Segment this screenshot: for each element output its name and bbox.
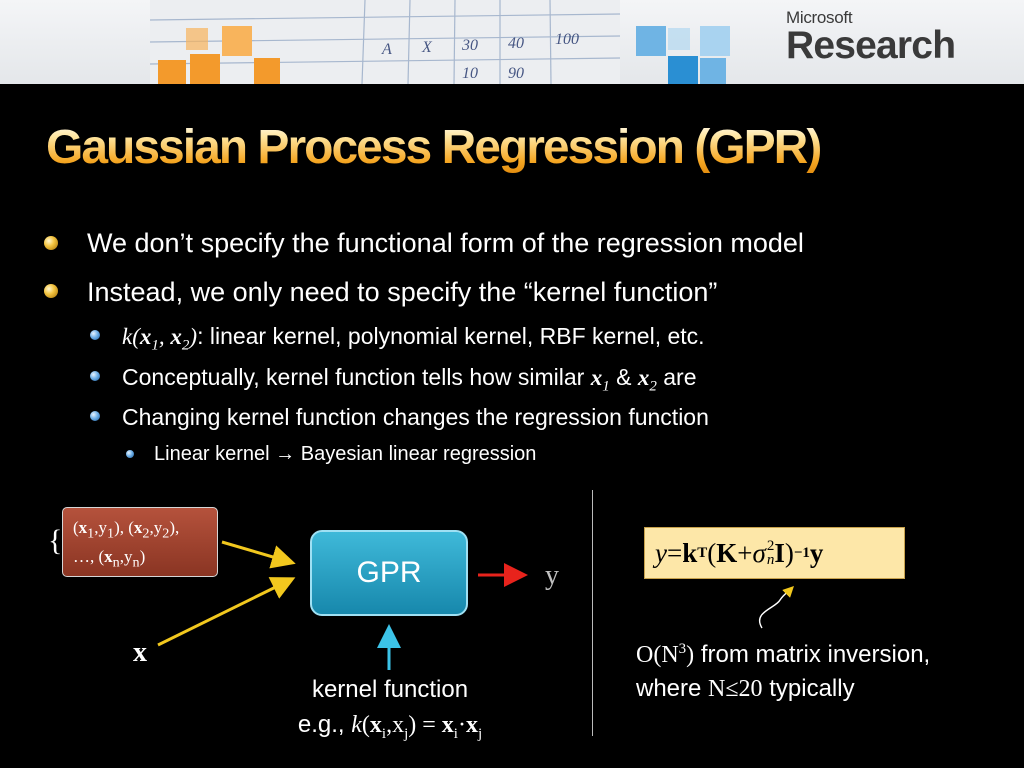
deco-square xyxy=(158,60,186,84)
slide-title: Gaussian Process Regression (GPR) xyxy=(46,121,822,174)
bullet-5: Changing kernel function changes the reg… xyxy=(122,404,709,430)
kernel-example: e.g., k(xi,xj) = xi·xj xyxy=(297,711,483,742)
x-to-gpr-arrow xyxy=(157,577,296,647)
bullet-2: Instead, we only need to specify the “ke… xyxy=(87,277,718,307)
notebook-scribble-image: A X 30 40 100 10 90 xyxy=(150,0,620,84)
sub-bullet-icon xyxy=(90,371,100,381)
training-data-line-2: …, (xn,yn) xyxy=(73,547,146,571)
gpr-box: GPR xyxy=(310,530,468,616)
svg-text:10: 10 xyxy=(462,65,478,82)
deco-square xyxy=(668,56,698,84)
deco-square xyxy=(186,28,208,50)
svg-text:30: 30 xyxy=(461,37,478,54)
bullet-4: Conceptually, kernel function tells how … xyxy=(122,364,697,395)
divider-line xyxy=(592,490,593,736)
microsoft-research-logo: Microsoft Research xyxy=(786,8,956,68)
data-to-gpr-arrow xyxy=(221,540,296,569)
svg-text:A: A xyxy=(381,41,392,58)
sub-sub-bullet-icon xyxy=(126,450,134,458)
complexity-pointer-arrow xyxy=(759,586,794,629)
output-y-label: y xyxy=(545,560,559,591)
bullet-1: We don’t specify the functional form of … xyxy=(87,228,804,258)
deco-square xyxy=(700,26,730,56)
deco-square xyxy=(222,26,252,56)
deco-square xyxy=(190,54,220,84)
sub-bullet-icon xyxy=(90,330,100,340)
deco-square xyxy=(636,26,666,56)
deco-square xyxy=(700,58,726,84)
kernel-function-label: kernel function xyxy=(311,676,469,703)
deco-square xyxy=(254,58,280,84)
brace-symbol: { xyxy=(48,524,63,557)
bullet-3: k(x1, x2): linear kernel, polynomial ker… xyxy=(122,323,705,354)
svg-text:X: X xyxy=(421,39,433,56)
deco-square xyxy=(668,28,690,50)
logo-research-text: Research xyxy=(786,24,956,67)
bullet-icon xyxy=(44,284,58,298)
svg-text:40: 40 xyxy=(508,35,524,52)
bullet-icon xyxy=(44,236,58,250)
svg-text:100: 100 xyxy=(555,31,579,48)
bullet-6: Linear kernel → Bayesian linear regressi… xyxy=(154,443,537,465)
complexity-note: O(N3) from matrix inversion, where N≤20 … xyxy=(636,632,930,706)
sub-bullet-icon xyxy=(90,411,100,421)
complexity-line-2: where N≤20 typically xyxy=(636,675,855,702)
training-data-line-1: (x1,y1), (x2,y2), xyxy=(73,518,180,542)
header-banner: A X 30 40 100 10 90 Microsoft Research xyxy=(0,0,1024,84)
input-x-label: x xyxy=(133,637,147,668)
training-data-box: (x1,y1), (x2,y2), …, (xn,yn) xyxy=(62,507,218,577)
complexity-line-1: O(N3) from matrix inversion, xyxy=(636,641,931,668)
logo-microsoft-text: Microsoft xyxy=(786,8,853,27)
svg-text:90: 90 xyxy=(508,65,524,82)
